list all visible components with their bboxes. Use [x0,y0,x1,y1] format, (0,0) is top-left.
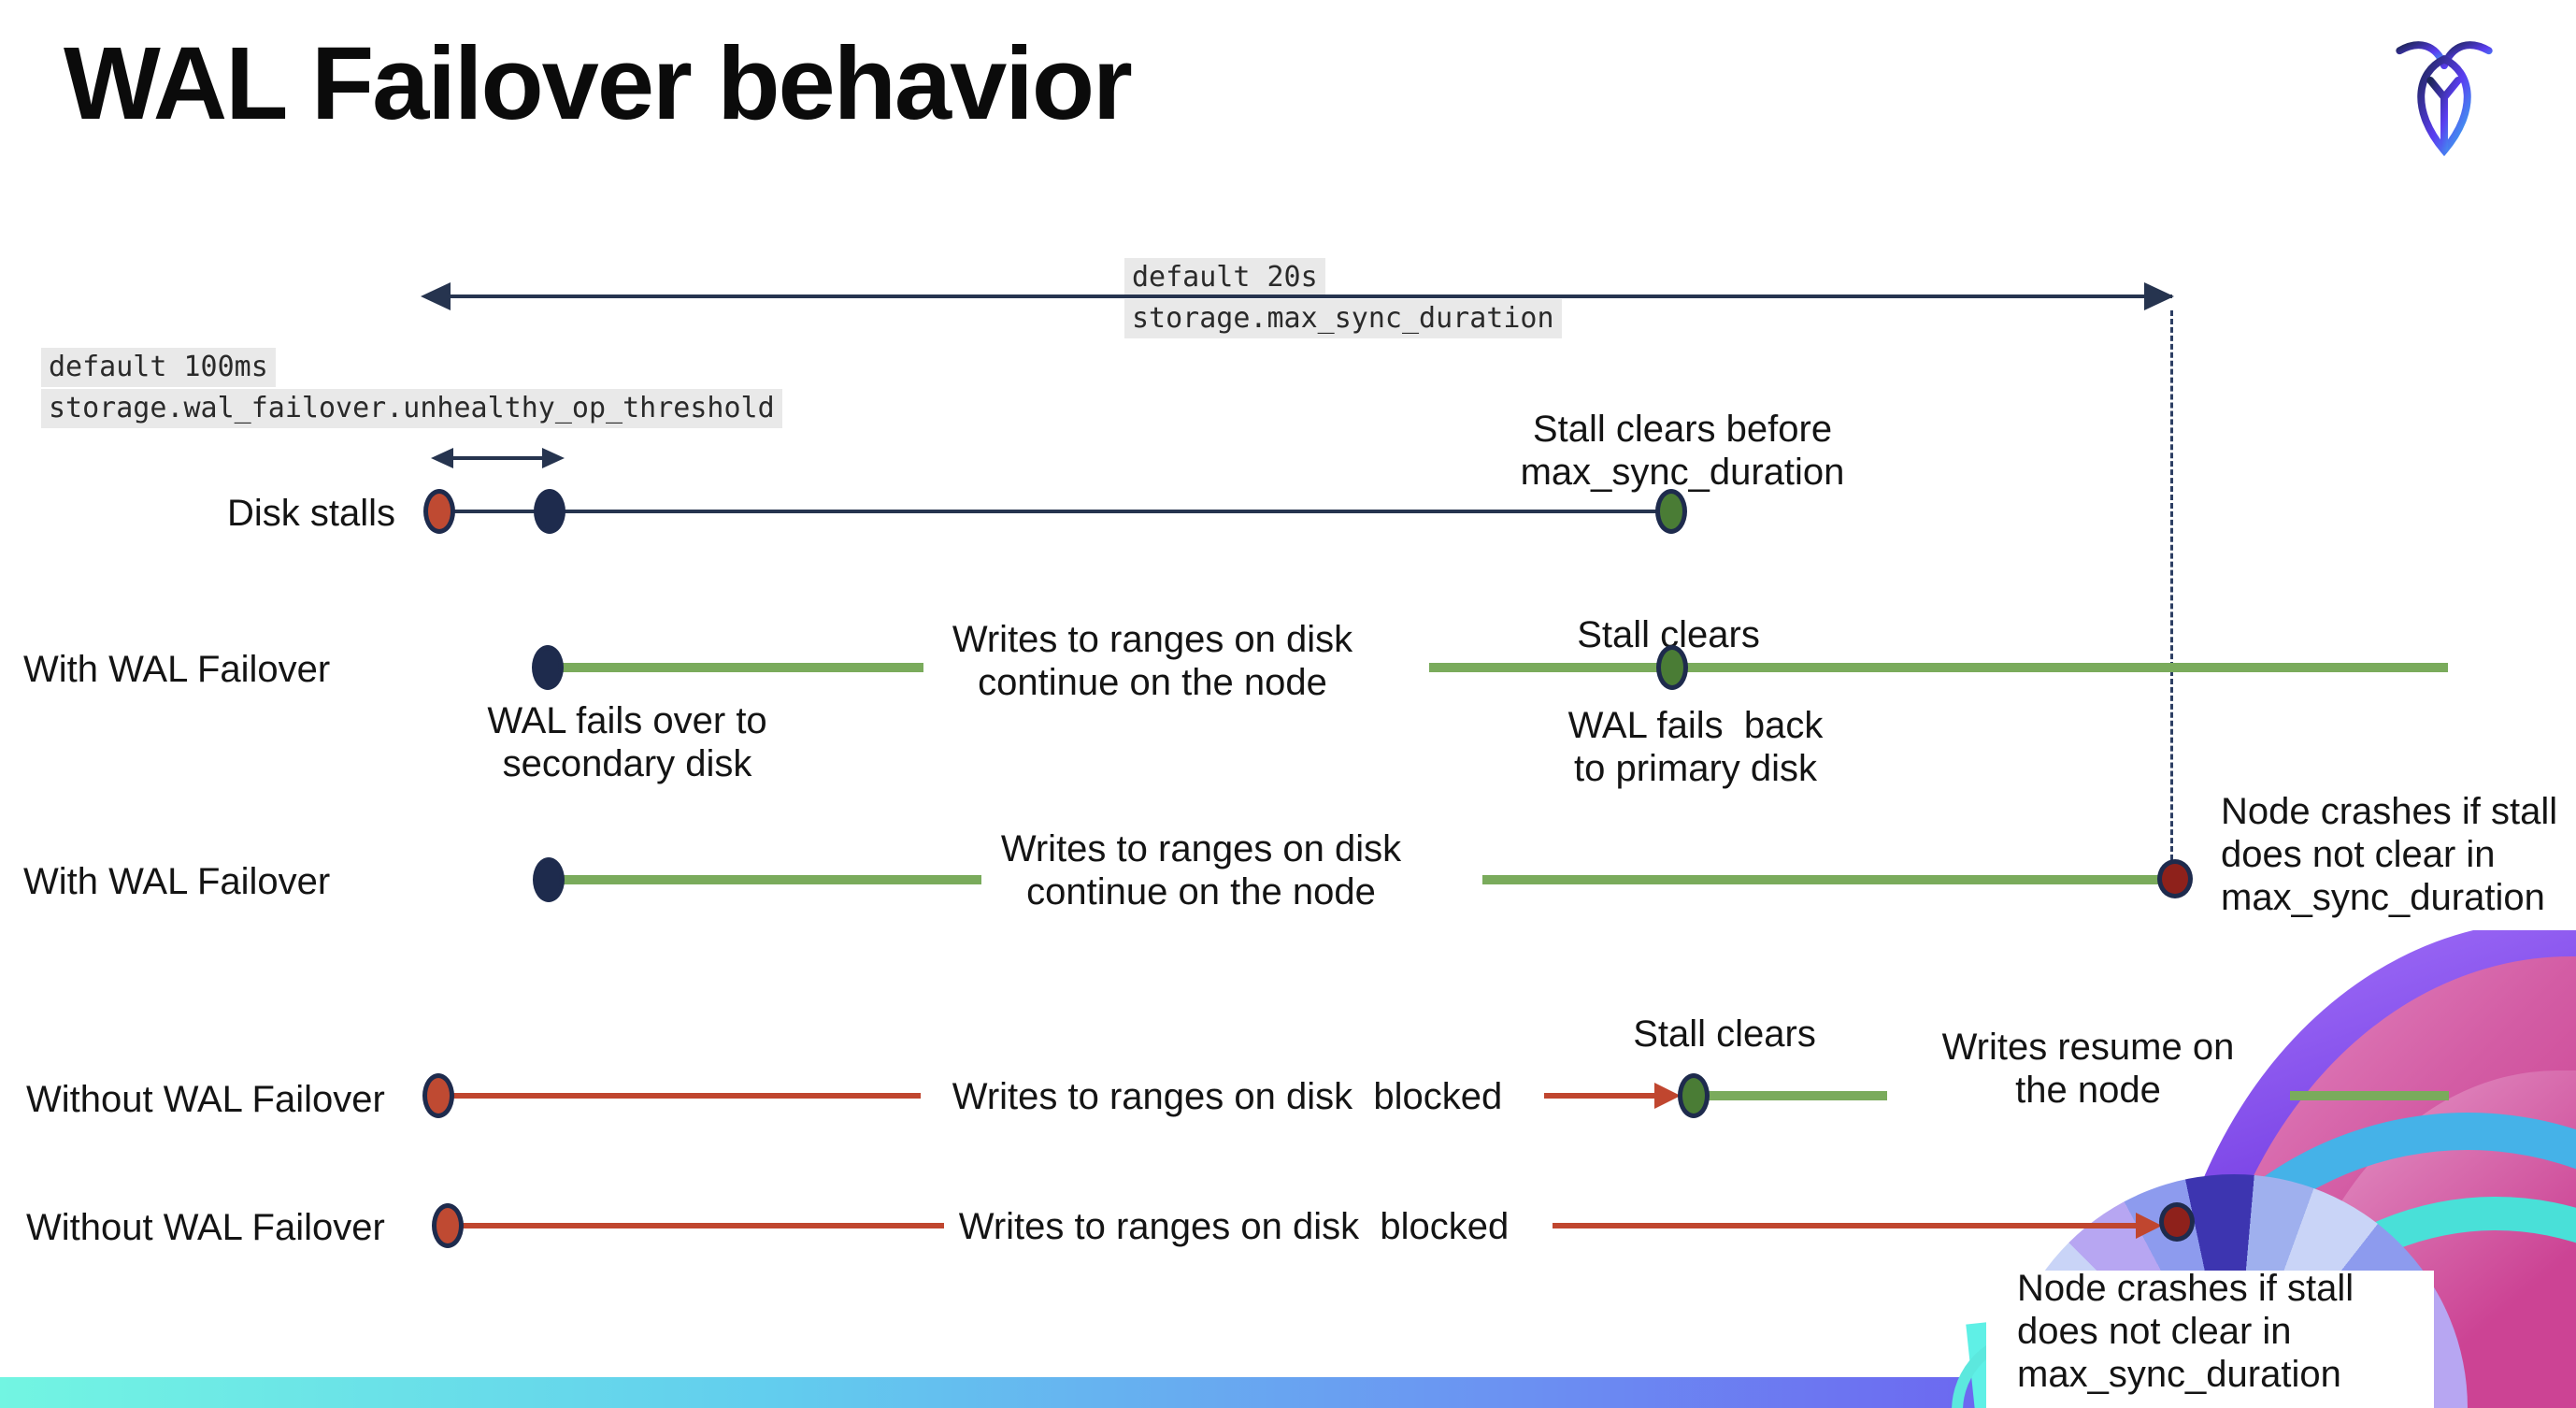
timeline-green-b [2290,1091,2449,1100]
timeline-green-b [1429,663,2448,672]
timeline-red-a [451,1093,921,1099]
max-sync-deadline-dashed-line [2170,310,2173,860]
red-arrow-head-icon [2136,1213,2162,1239]
node-crashes-callout: Node crashes if stall does not clear in … [1986,1268,2434,1408]
row-label: With WAL Failover [23,861,331,902]
page-title: WAL Failover behavior [64,26,1133,141]
annotation-writes-continue: Writes to ranges on disk continue on the… [1000,828,1402,912]
chip-max-sync-setting: storage.max_sync_duration [1124,299,1562,338]
stall-clear-dot [1678,1073,1710,1118]
threshold-dot [534,489,565,534]
threshold-arrow-line [441,456,551,460]
annotation-node-crashes: Node crashes if stall does not clear in … [2017,1268,2354,1395]
timeline-navy [439,510,1671,513]
chip-threshold-default: default 100ms [41,348,276,387]
stall-start-dot [423,489,455,534]
annotation-stall-clears: Stall clears [1633,1013,1816,1055]
failover-dot [533,857,565,902]
threshold-arrow-left-icon [431,448,453,468]
timeline-green-a [1703,1091,1887,1100]
stall-start-dot [432,1203,464,1248]
stall-clear-dot [1655,489,1687,534]
timeline-red-b [1553,1223,2138,1228]
annotation-writes-resume: Writes resume on the node [1941,1027,2235,1111]
timeline-green-a [561,663,923,672]
node-crash-dot [2159,1202,2195,1242]
annotation-wal-fails-over: WAL fails over to secondary disk [487,700,767,784]
arrow-right-head-icon [2144,282,2174,310]
chip-threshold-setting: storage.wal_failover.unhealthy_op_thresh… [41,389,782,428]
annotation-stall-clears-before: Stall clears before max_sync_duration [1520,409,1845,493]
annotation-writes-blocked: Writes to ranges on disk blocked [958,1206,1510,1247]
threshold-arrow-right-icon [542,448,565,468]
max-sync-arrow-line [427,295,2172,298]
stall-start-dot [422,1073,454,1118]
annotation-node-crashes: Node crashes if stall does not clear in … [2221,791,2558,918]
timeline-green-a [561,875,981,884]
annotation-writes-continue: Writes to ranges on disk continue on the… [952,619,1353,703]
row-label: Disk stalls [227,493,396,534]
annotation-writes-blocked: Writes to ranges on disk blocked [952,1076,1503,1117]
failover-dot [532,645,564,690]
chip-max-sync-default: default 20s [1124,258,1325,297]
timeline-green-b [1482,875,2160,884]
annotation-wal-fails-back: WAL fails back to primary disk [1567,705,1824,789]
arrow-left-head-icon [421,282,451,310]
red-arrow-head-icon [1654,1083,1681,1109]
timeline-red-a [461,1223,944,1228]
timeline-red-b [1544,1093,1660,1099]
node-crash-dot [2157,859,2193,898]
row-label: Without WAL Failover [26,1079,385,1120]
cockroachdb-logo-icon [2396,41,2493,157]
row-label: With WAL Failover [23,649,331,690]
row-label: Without WAL Failover [26,1207,385,1248]
stall-clear-dot [1656,645,1688,690]
